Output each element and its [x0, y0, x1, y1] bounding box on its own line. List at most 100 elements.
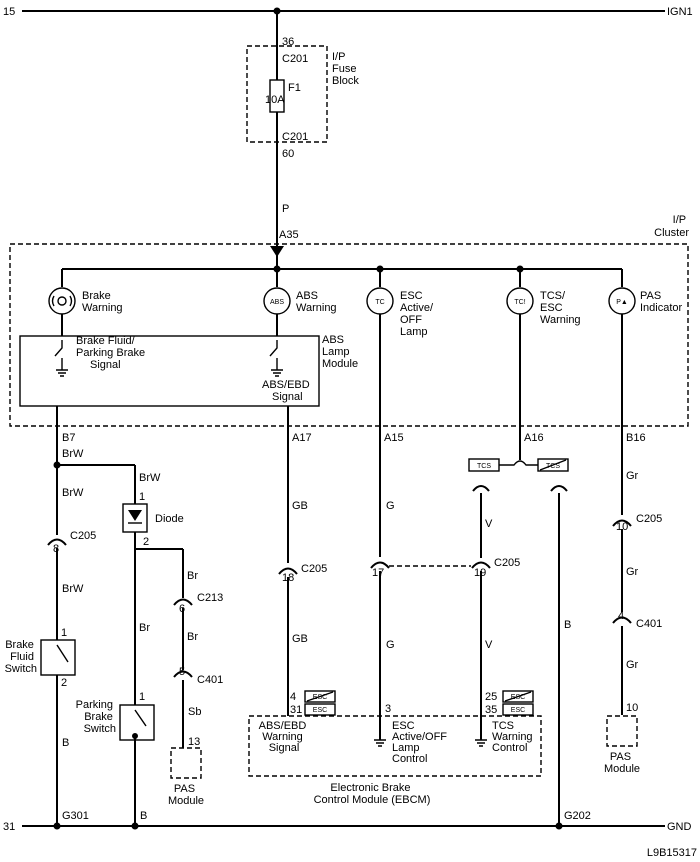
fuse-connector-bottom: C201 — [282, 131, 308, 143]
cluster-outline — [9, 243, 689, 427]
wire-brw-1: BrW — [62, 448, 84, 460]
wire-br-1: Br — [187, 570, 198, 582]
wire-gb-2: GB — [292, 633, 308, 645]
g301-label: G301 — [62, 810, 89, 822]
c205-pin-17: 17 — [372, 567, 384, 579]
c401-pin-4: 4 — [618, 610, 624, 622]
wire-g-2: G — [386, 639, 395, 651]
c205-18-connector — [278, 567, 298, 575]
c401-label-4: C401 — [636, 618, 662, 630]
ebcm-pin31-esc-label: ESC — [313, 707, 327, 714]
tcs-warning-label: TCS/ ESC Warning — [540, 290, 581, 326]
abs-ebd-signal-label: ABS/EBD Signal — [262, 379, 313, 403]
c205-pin-18: 18 — [282, 572, 294, 584]
c401-4-connector — [612, 616, 632, 624]
abs-warning-label: ABS Warning — [296, 290, 337, 314]
diode-pin2: 2 — [143, 536, 149, 548]
ebcm-pin-3: 3 — [385, 703, 391, 715]
pin-b7: B7 — [62, 432, 75, 444]
ebcm-pin4-esc-label: ESC — [313, 694, 327, 701]
brake-fluid-signal-label: Brake Fluid/ Parking Brake Signal — [76, 335, 148, 371]
ground-rail-number: 31 — [3, 821, 15, 833]
wire-gr-1: Gr — [626, 470, 639, 482]
pas-indicator-label: PAS Indicator — [640, 290, 683, 314]
fuse-pin-top: 36 — [282, 36, 294, 48]
fuse-block-label: I/P Fuse Block — [332, 51, 360, 87]
ebcm-tcs-control-label: TCS Warning Control — [492, 720, 536, 754]
wire-gb-1: GB — [292, 500, 308, 512]
wire-brw-2: BrW — [62, 487, 84, 499]
ebcm-pin25-esc-strike — [504, 691, 532, 702]
wire-b-g202: B — [564, 619, 571, 631]
wire-gr-3: Gr — [626, 659, 639, 671]
pas-module-left — [170, 747, 202, 779]
brake-icon-inner — [57, 296, 67, 306]
tcs-branch-connector — [472, 485, 490, 492]
tcs-option-label: TCS — [477, 463, 491, 470]
c205-pin-8: 8 — [53, 543, 59, 555]
ground-rail-label: GND — [667, 821, 692, 833]
pin-a16: A16 — [524, 432, 544, 444]
fuse-name: F1 — [288, 82, 301, 94]
power-rail-label: IGN1 — [667, 6, 693, 18]
ebcm-label: Electronic Brake Control Module (EBCM) — [314, 782, 431, 806]
ebcm-pin31-esc-tag — [304, 703, 336, 716]
wire-v-2: V — [485, 639, 493, 651]
pas-icon-glyph: P▲ — [616, 299, 628, 306]
c205-label-1: C205 — [70, 530, 96, 542]
brake-fluid-switch-pin2: 2 — [61, 677, 67, 689]
wire-br-main: Br — [139, 622, 150, 634]
fuse-pin-bottom: 60 — [282, 148, 294, 160]
c205-10-connector — [612, 519, 632, 527]
drawing-id: L9B15317 — [647, 847, 697, 859]
abs-lamp-module — [19, 335, 320, 407]
pin-a17: A17 — [292, 432, 312, 444]
c205-label-19: C205 — [494, 557, 520, 569]
c205-label-10: C205 — [636, 513, 662, 525]
wire-v-1: V — [485, 518, 493, 530]
diode-label: Diode — [155, 513, 184, 525]
diode-arrow-icon — [128, 510, 142, 521]
c205-8-connector — [47, 538, 67, 546]
c401-connector-sb — [173, 670, 193, 678]
fuse-block-outline — [246, 45, 328, 143]
ebcm-pin-35: 35 — [485, 704, 497, 716]
ebcm-outline — [248, 715, 542, 777]
brake-fluid-switch-pin1: 1 — [61, 627, 67, 639]
esc-option-label: TCS — [546, 463, 560, 470]
esc-option-strike — [539, 459, 567, 471]
cluster-label: I/P Cluster — [654, 214, 689, 239]
ebcm-pin35-esc-tag — [502, 703, 534, 716]
abs-icon-glyph: ABS — [270, 299, 284, 306]
g202-label: G202 — [564, 810, 591, 822]
pas-module-left-label: PAS Module — [168, 783, 204, 807]
ebcm-pin35-esc-label: ESC — [511, 707, 525, 714]
pin-b16: B16 — [626, 432, 646, 444]
c401-label-sb: C401 — [197, 674, 223, 686]
wire-color-p: P — [282, 203, 289, 215]
brake-warning-label: Brake Warning — [82, 290, 123, 314]
parking-ground-wire-label: B — [140, 810, 147, 822]
ebcm-pin-4: 4 — [290, 691, 296, 703]
ebcm-esc-control-label: ESC Active/OFF Lamp Control — [392, 720, 450, 765]
wire-b-brake: B — [62, 737, 69, 749]
c213-label: C213 — [197, 592, 223, 604]
ebcm-pin-25: 25 — [485, 691, 497, 703]
c205-pin-19: 19 — [474, 567, 486, 579]
brake-fluid-switch-element — [54, 340, 68, 377]
abs-ebd-switch-element — [269, 340, 283, 377]
c401-pin-5: 5 — [179, 666, 185, 678]
wire-brw-4: BrW — [62, 583, 84, 595]
esc-icon-glyph: TC — [375, 299, 384, 306]
fuse-rating: 10A — [265, 94, 285, 106]
option-crossover — [478, 460, 556, 466]
pin-a15: A15 — [384, 432, 404, 444]
c213-connector — [173, 598, 193, 606]
ebcm-esc-ground-icon — [374, 739, 386, 747]
parking-brake-switch-contact — [134, 709, 147, 727]
c205-pin-10: 10 — [616, 521, 628, 533]
c205-label-18: C205 — [301, 563, 327, 575]
brake-fluid-switch-contact — [56, 644, 69, 663]
parking-brake-pin1: 1 — [139, 691, 145, 703]
wire-g-1: G — [386, 500, 395, 512]
